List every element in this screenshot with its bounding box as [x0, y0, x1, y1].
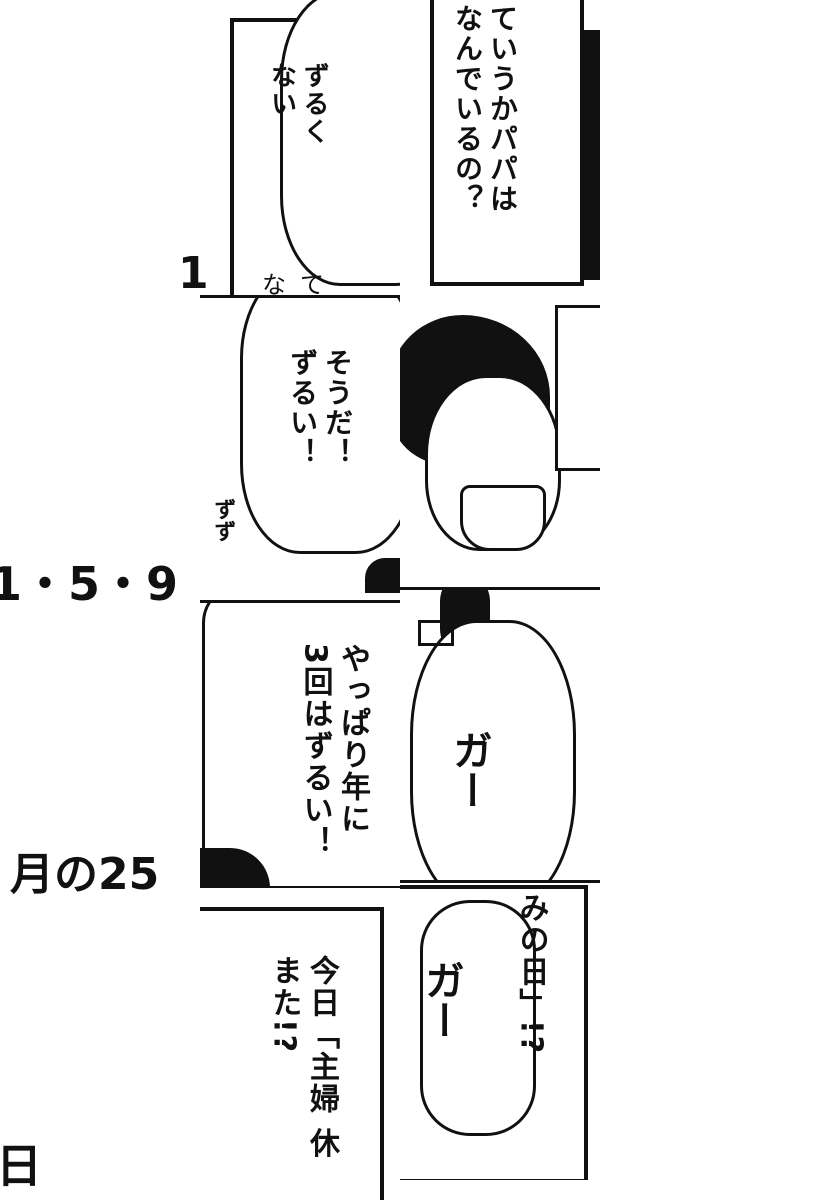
panel-row2-middle: そうだ！ ずるい！ ずず — [200, 295, 400, 593]
fragment-text-4: 日 — [0, 1139, 42, 1193]
dialogue-line: なんでいるの？ — [451, 4, 484, 214]
cut-off-text: なて — [262, 271, 338, 295]
fragment-text-3: 月の25 — [10, 849, 160, 900]
dialogue-text: 今日「主婦 休 また!? — [265, 955, 340, 1159]
caption-box — [200, 907, 384, 1200]
dialogue-text: やっぱり年に 3回はずるい！ — [296, 643, 371, 858]
cloud-shape — [420, 900, 536, 1136]
dialogue-line: また!? — [266, 955, 302, 1055]
dialogue-text: そうだ！ ずるい！ — [285, 348, 355, 468]
panel-row2-right-woman-drinking — [400, 295, 600, 590]
dialogue-line: ない — [266, 62, 297, 118]
dialogue-line: ていうかパパは — [486, 4, 519, 214]
dark-shape — [365, 558, 400, 593]
sound-effect-sip: ずず — [210, 498, 235, 542]
dialogue-text: ていうかパパは なんでいるの？ — [450, 4, 520, 214]
panel-row4-right: みの日」!? ガー — [400, 880, 600, 1180]
speech-bubble — [240, 298, 400, 554]
fragment-text-1: 1 — [178, 248, 209, 299]
panel-top-middle: ずるく ない なて — [200, 0, 400, 295]
sound-effect-gaa: ガー — [418, 960, 464, 1040]
dialogue-text: みの日」!? — [513, 892, 549, 1056]
dialogue-line: そうだ！ — [321, 348, 354, 468]
dialogue-line: ずるい！ — [286, 348, 319, 468]
speech-bubble — [280, 0, 400, 286]
glasses — [418, 620, 454, 646]
panel-top-right: ていうかパパは なんでいるの？ — [400, 0, 600, 292]
body — [410, 620, 576, 880]
dialogue-line: 3回はずるい！ — [297, 643, 333, 858]
sound-effect-gaa: ガー — [446, 730, 492, 810]
speech-bubble — [202, 603, 400, 888]
dialogue-line: 今日「主婦 休 — [304, 955, 339, 1160]
panel-row4-middle: 今日「主婦 休 また!? — [200, 885, 400, 1200]
caption-box — [430, 0, 584, 286]
fragment-text-2: 1・5・9 — [0, 557, 179, 611]
panel-row3-middle: やっぱり年に 3回はずるい！ — [200, 600, 400, 888]
man-background — [555, 305, 600, 471]
cup — [460, 485, 546, 551]
dialogue-line: やっぱり年に — [335, 643, 370, 835]
dialogue-line: ずるく — [299, 62, 329, 146]
panel-row3-right-man: ガー — [400, 590, 600, 883]
dialogue-text: ずるく ない — [265, 62, 330, 146]
